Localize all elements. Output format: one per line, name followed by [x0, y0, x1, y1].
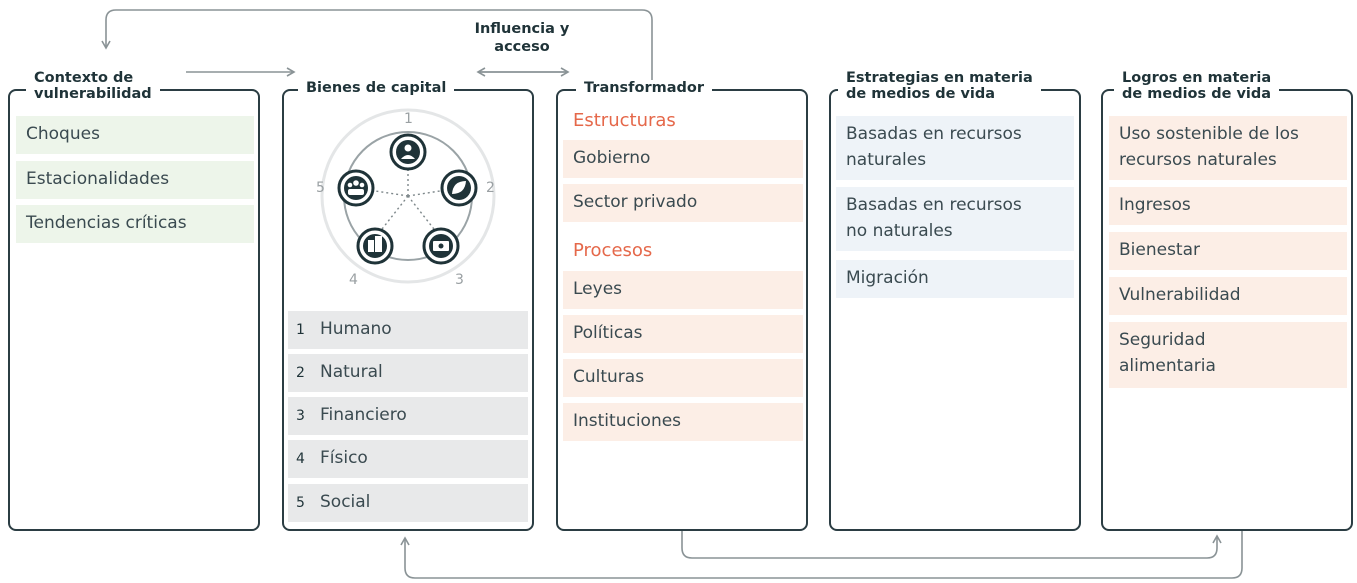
process-item: Leyes: [563, 271, 803, 309]
process-item: Políticas: [563, 315, 803, 353]
capital-item-num: 4: [296, 451, 305, 467]
pentagon-num: 2: [486, 180, 495, 196]
vulnerability-title: Contexto de vulnerabilidad: [26, 70, 160, 102]
processes-heading: Procesos: [573, 240, 653, 261]
strategy-item: Basadas en recursos no naturales: [836, 187, 1074, 251]
capital-item-num: 1: [296, 322, 305, 338]
structure-item: Gobierno: [563, 140, 803, 178]
strategy-item: Basadas en recursos naturales: [836, 116, 1074, 180]
capital-item-financial: 3 Financiero: [288, 397, 528, 435]
building-icon: [356, 227, 394, 265]
capital-item-label: Humano: [320, 319, 392, 339]
outcome-item: Seguridad alimentaria: [1109, 322, 1347, 388]
capital-pentagon: 1 2 3 4 5: [316, 108, 496, 288]
vulnerability-item: Tendencias críticas: [16, 205, 254, 243]
process-item: Instituciones: [563, 403, 803, 441]
capital-item-label: Financiero: [320, 405, 407, 425]
process-item: Culturas: [563, 359, 803, 397]
transformer-title: Transformador: [576, 80, 712, 96]
capital-title: Bienes de capital: [298, 80, 455, 96]
capital-item-num: 2: [296, 365, 305, 381]
vulnerability-item: Choques: [16, 116, 254, 154]
feedback-arrow-top: [101, 9, 653, 86]
outcome-item: Vulnerabilidad: [1109, 277, 1347, 315]
outcomes-title: Logros en materia de medios de vida: [1114, 70, 1280, 102]
vulnerability-box: [8, 89, 260, 531]
influence-access-label: Influencia y acceso: [474, 21, 570, 55]
capital-item-social: 5 Social: [288, 484, 528, 522]
person-icon: [389, 133, 427, 171]
outcome-item: Bienestar: [1109, 232, 1347, 270]
strategies-title: Estrategias en materia de medios de vida: [838, 70, 1041, 102]
capital-item-human: 1 Humano: [288, 311, 528, 349]
arrow-transformer-to-outcomes: [681, 531, 1222, 559]
money-icon: [422, 227, 460, 265]
outcome-item: Uso sostenible de los recursos naturales: [1109, 116, 1347, 180]
capital-item-physical: 4 Físico: [288, 440, 528, 478]
capital-item-label: Social: [320, 492, 371, 512]
vulnerability-item: Estacionalidades: [16, 161, 254, 199]
capital-item-label: Natural: [320, 362, 383, 382]
capital-item-num: 5: [296, 495, 305, 511]
pentagon-num: 1: [404, 111, 413, 127]
capital-item-label: Físico: [320, 448, 368, 468]
structures-heading: Estructuras: [573, 110, 676, 131]
outcome-item: Ingresos: [1109, 187, 1347, 225]
pentagon-num: 4: [349, 272, 358, 288]
capital-item-natural: 2 Natural: [288, 354, 528, 392]
group-icon: [337, 169, 375, 207]
pentagon-num: 3: [455, 272, 464, 288]
pentagon-num: 5: [316, 180, 325, 196]
leaf-icon: [440, 169, 478, 207]
capital-item-num: 3: [296, 408, 305, 424]
strategy-item: Migración: [836, 260, 1074, 298]
structure-item: Sector privado: [563, 184, 803, 222]
arrow-outcomes-to-capital: [400, 531, 1243, 579]
